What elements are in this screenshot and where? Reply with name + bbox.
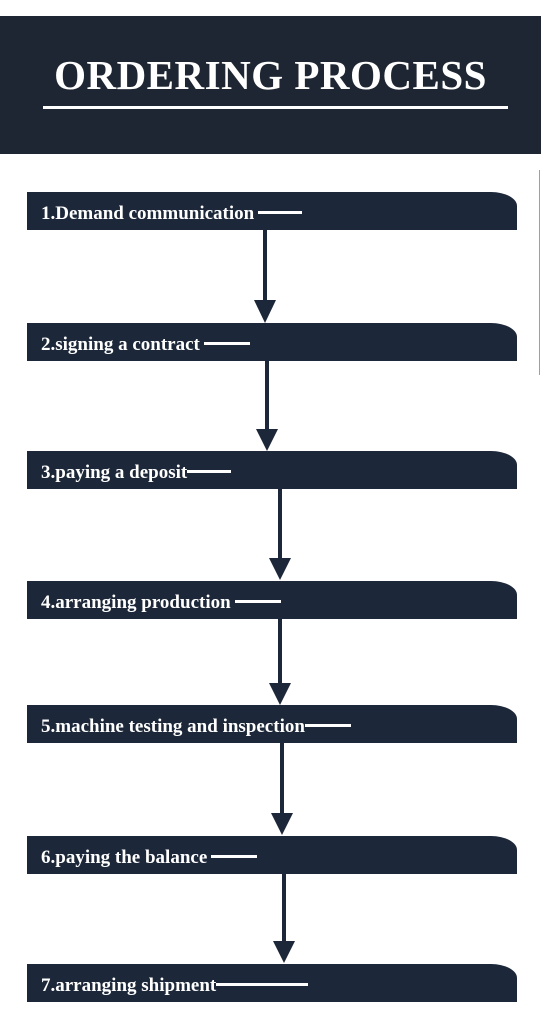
step-2-label: 2.signing a contract	[41, 334, 250, 356]
side-divider	[539, 170, 540, 375]
arrow-1-to-2	[254, 230, 276, 323]
arrow-5-to-6	[271, 743, 293, 835]
arrow-2-to-3	[256, 361, 278, 451]
step-6-box: 6.paying the balance	[27, 836, 517, 874]
step-2-box: 2.signing a contract	[27, 323, 517, 361]
step-3-label: 3.paying a deposit	[41, 462, 232, 484]
arrow-6-to-7	[273, 874, 295, 963]
step-4-label: 4.arranging production	[41, 592, 281, 614]
step-4-dash	[234, 600, 281, 604]
header-banner	[0, 16, 541, 154]
title-underline	[43, 106, 508, 109]
step-6-label: 6.paying the balance	[41, 847, 258, 869]
step-5-label: 5.machine testing and inspection	[41, 716, 351, 738]
step-3-box: 3.paying a deposit	[27, 451, 517, 489]
arrow-4-to-5	[269, 619, 291, 705]
step-1-label: 1.Demand communication	[41, 203, 303, 225]
step-7-box: 7.arranging shipment	[27, 964, 517, 1002]
step-3-dash	[187, 470, 232, 474]
step-7-dash	[216, 983, 309, 987]
step-2-dash	[203, 342, 250, 346]
step-1-dash	[258, 211, 303, 215]
page-title: ORDERING PROCESS	[54, 52, 487, 98]
step-5-box: 5.machine testing and inspection	[27, 705, 517, 743]
step-6-dash	[211, 855, 258, 859]
step-7-label: 7.arranging shipment	[41, 975, 309, 997]
arrow-3-to-4	[269, 489, 291, 580]
step-1-box: 1.Demand communication	[27, 192, 517, 230]
step-4-box: 4.arranging production	[27, 581, 517, 619]
step-5-dash	[304, 724, 351, 728]
